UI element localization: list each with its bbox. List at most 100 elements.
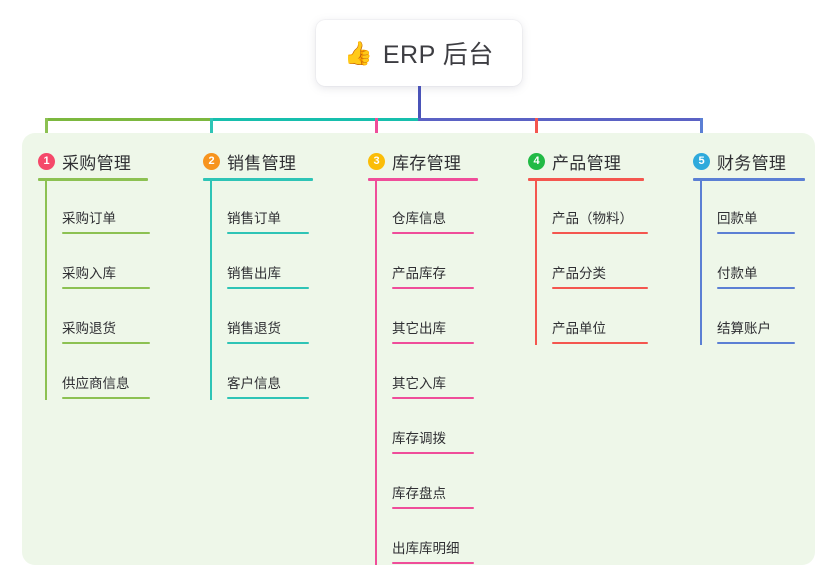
branch-item[interactable]: 其它出库	[392, 316, 474, 344]
branch-item[interactable]: 产品分类	[552, 261, 648, 289]
branch-item-rule	[552, 232, 648, 234]
branch-item-rule	[62, 287, 150, 289]
branch-item-rule	[717, 342, 795, 344]
branch-title-1: 采购管理	[62, 153, 132, 173]
branch-item-label: 采购入库	[62, 266, 116, 281]
branch-item[interactable]: 产品（物料）	[552, 206, 648, 234]
branch-item-rule	[227, 287, 309, 289]
branch-header-rule-2	[203, 178, 313, 181]
branch-title-3: 库存管理	[392, 153, 462, 173]
branch-item-label: 出库库明细	[392, 541, 460, 556]
branch-title-5: 财务管理	[717, 153, 787, 173]
branch-item-label: 仓库信息	[392, 211, 446, 226]
branch-badge-3: 3	[368, 152, 385, 170]
branch-spine-5	[700, 179, 702, 345]
branch-item[interactable]: 结算账户	[717, 316, 795, 344]
branch-item-rule	[227, 232, 309, 234]
branch-item-label: 产品分类	[552, 266, 606, 281]
branch-header-4[interactable]: 4 产品管理	[528, 146, 621, 176]
branch-item-rule	[62, 232, 150, 234]
branch-item-rule	[62, 342, 150, 344]
branch-spine-1	[45, 179, 47, 400]
branch-item[interactable]: 销售订单	[227, 206, 309, 234]
branch-item-rule	[392, 342, 474, 344]
branch-item-rule	[552, 342, 648, 344]
branch-item[interactable]: 出库库明细	[392, 536, 474, 564]
branch-item[interactable]: 库存调拨	[392, 426, 474, 454]
branch-item-label: 客户信息	[227, 376, 281, 391]
connector-bus-green	[45, 118, 212, 121]
branch-item-label: 销售出库	[227, 266, 281, 281]
branch-item[interactable]: 采购退货	[62, 316, 150, 344]
root-node-erp-backend[interactable]: 👍 ERP 后台	[316, 20, 522, 86]
branch-column-1: 1 采购管理采购订单采购入库采购退货供应商信息	[38, 146, 150, 400]
branch-item-label: 库存调拨	[392, 431, 446, 446]
branch-item-rule	[552, 287, 648, 289]
branch-header-1[interactable]: 1 采购管理	[38, 146, 131, 176]
branch-item-label: 销售订单	[227, 211, 281, 226]
branch-header-5[interactable]: 5 财务管理	[693, 146, 786, 176]
branch-item-label: 产品（物料）	[552, 211, 633, 226]
branch-item[interactable]: 采购入库	[62, 261, 150, 289]
branch-header-rule-1	[38, 178, 148, 181]
branch-item-rule	[392, 452, 474, 454]
branch-item-rule	[392, 397, 474, 399]
branch-item-rule	[392, 562, 474, 564]
branch-item-rule	[227, 397, 309, 399]
branch-item-label: 产品库存	[392, 266, 446, 281]
branch-item-label: 产品单位	[552, 321, 606, 336]
branch-item-label: 采购退货	[62, 321, 116, 336]
branch-item[interactable]: 仓库信息	[392, 206, 474, 234]
branch-badge-4: 4	[528, 152, 545, 170]
root-node-title: ERP 后台	[382, 41, 494, 69]
branch-item-rule	[717, 232, 795, 234]
branch-item-rule	[227, 342, 309, 344]
branch-item-rule	[392, 232, 474, 234]
branch-item[interactable]: 销售出库	[227, 261, 309, 289]
branch-item-label: 付款单	[717, 266, 758, 281]
thumbs-up-icon: 👍	[344, 39, 373, 66]
branch-column-4: 4 产品管理产品（物料） 产品分类产品单位	[528, 146, 648, 345]
branch-item[interactable]: 客户信息	[227, 371, 309, 399]
connector-bus-teal	[212, 118, 421, 121]
branch-item-label: 库存盘点	[392, 486, 446, 501]
branch-item[interactable]: 产品库存	[392, 261, 474, 289]
branch-item-label: 结算账户	[717, 321, 771, 336]
branch-header-rule-4	[528, 178, 644, 181]
branch-spine-4	[535, 179, 537, 345]
branch-column-5: 5 财务管理回款单付款单结算账户	[693, 146, 805, 345]
branch-item[interactable]: 供应商信息	[62, 371, 150, 399]
branch-title-4: 产品管理	[552, 153, 622, 173]
connector-bus-blue	[418, 118, 703, 121]
branch-badge-5: 5	[693, 152, 710, 170]
branch-item-label: 销售退货	[227, 321, 281, 336]
branch-item-label: 供应商信息	[62, 376, 130, 391]
branch-item-label: 采购订单	[62, 211, 116, 226]
branch-item-label: 回款单	[717, 211, 758, 226]
branch-spine-3	[375, 179, 377, 565]
branch-item[interactable]: 库存盘点	[392, 481, 474, 509]
branch-item[interactable]: 付款单	[717, 261, 795, 289]
branch-item-label: 其它入库	[392, 376, 446, 391]
branch-item-rule	[392, 507, 474, 509]
branch-item-rule	[392, 287, 474, 289]
branch-header-rule-5	[693, 178, 805, 181]
branch-item[interactable]: 其它入库	[392, 371, 474, 399]
branch-item[interactable]: 采购订单	[62, 206, 150, 234]
branch-header-rule-3	[368, 178, 478, 181]
branch-header-3[interactable]: 3 库存管理	[368, 146, 461, 176]
branch-item[interactable]: 产品单位	[552, 316, 648, 344]
branch-item-label: 其它出库	[392, 321, 446, 336]
branch-title-2: 销售管理	[227, 153, 297, 173]
branch-item[interactable]: 回款单	[717, 206, 795, 234]
connector-root-stem	[418, 86, 421, 120]
branch-spine-2	[210, 179, 212, 400]
branch-column-3: 3 库存管理仓库信息产品库存其它出库其它入库库存调拨库存盘点出库库明细	[368, 146, 478, 565]
branch-badge-1: 1	[38, 152, 55, 170]
branch-item-rule	[62, 397, 150, 399]
branch-item[interactable]: 销售退货	[227, 316, 309, 344]
